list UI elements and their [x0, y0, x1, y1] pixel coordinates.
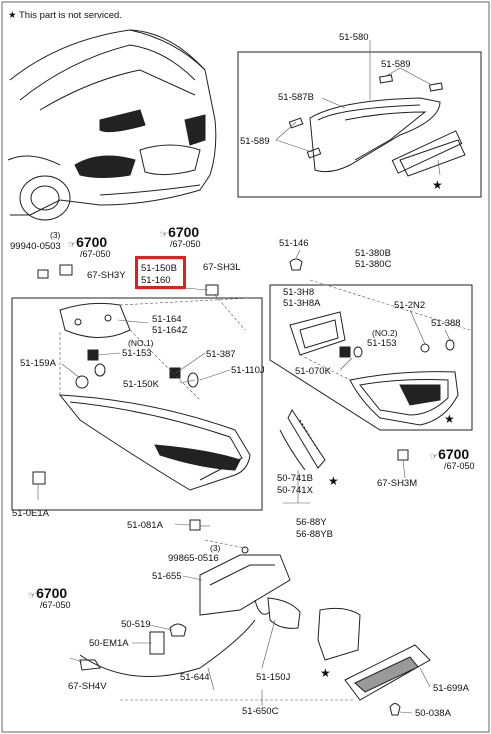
note-text: This part is not serviced. — [19, 10, 122, 21]
part-label-51-153-right: 51-153 — [367, 338, 397, 349]
part-label-51-164z: 51-164Z — [152, 325, 188, 336]
part-label-51-150j: 51-150J — [256, 672, 291, 683]
part-label-67-sh3l: 67-SH3L — [203, 262, 241, 273]
highlight-box — [135, 256, 186, 289]
part-label-51-589-top: 51-589 — [381, 59, 411, 70]
ref-callout-left[interactable]: ☞6700 /67-050 — [68, 234, 111, 259]
part-label-50-em1a: 50-EM1A — [89, 638, 129, 649]
part-label-67-sh4v: 67-SH4V — [68, 681, 107, 692]
part-label-51-3h8: 51-3H8 — [283, 287, 315, 298]
part-label-51-589-left: 51-589 — [240, 136, 270, 147]
not-serviced-note: ★ This part is not serviced. — [8, 10, 122, 21]
part-label-51-380b: 51-380B — [355, 248, 391, 259]
star-icon: ★ — [328, 474, 339, 488]
part-label-51-655: 51-655 — [152, 571, 182, 582]
part-label-51-0e1a: 51-0E1A — [12, 508, 49, 519]
part-label-51-150k: 51-150K — [123, 379, 159, 390]
hand-pointer-icon: ☞ — [68, 239, 77, 249]
qty-label-99940: (3) — [50, 230, 61, 240]
part-label-51-070k: 51-070K — [295, 366, 331, 377]
part-label-51-164: 51-164 — [152, 314, 182, 325]
part-label-56-88yb: 56-88YB — [296, 529, 333, 540]
part-label-51-146: 51-146 — [279, 238, 309, 249]
part-label-51-644: 51-644 — [180, 672, 210, 683]
part-label-51-387: 51-387 — [206, 349, 236, 360]
part-label-51-380c: 51-380C — [355, 259, 392, 270]
hand-pointer-icon: ☞ — [28, 590, 37, 600]
part-label-50-741x: 50-741X — [277, 485, 313, 496]
part-label-51-150b: 51-150B — [141, 263, 177, 274]
hand-pointer-icon: ☞ — [160, 229, 169, 239]
part-label-no2: (NO.2) — [372, 328, 398, 338]
high-mount-lamp-drawing — [288, 74, 466, 177]
car-illustration — [7, 29, 217, 221]
star-icon: ★ — [432, 178, 443, 192]
part-label-51-3h8a: 51-3H8A — [283, 298, 321, 309]
hand-pointer-icon: ☞ — [430, 451, 439, 461]
part-label-51-699a: 51-699A — [433, 683, 469, 694]
left-tail-lamp-drawing — [32, 264, 251, 531]
star-icon: ★ — [8, 10, 17, 21]
part-label-51-580: 51-580 — [339, 32, 369, 43]
reflector-strip-drawing — [279, 409, 326, 471]
ref-callout-bottom[interactable]: ☞6700 /67-050 — [28, 585, 71, 610]
part-label-51-081a: 51-081A — [127, 520, 163, 531]
part-label-51-160: 51-160 — [141, 275, 171, 286]
part-label-50-741b: 50-741B — [277, 473, 313, 484]
part-label-99940-0503: 99940-0503 — [10, 241, 61, 252]
part-label-51-2n2: 51-2N2 — [394, 300, 426, 311]
part-label-51-388: 51-388 — [431, 318, 461, 329]
star-icon: ★ — [444, 412, 455, 426]
part-label-50-519: 50-519 — [121, 619, 151, 630]
part-label-no1: (NO.1) — [128, 338, 154, 348]
qty-label-99865: (3) — [210, 543, 221, 553]
part-label-51-587b: 51-587B — [278, 92, 314, 103]
part-label-99865-0516: 99865-0516 — [168, 553, 219, 564]
part-label-51-159a: 51-159A — [20, 358, 56, 369]
part-label-67-sh3m: 67-SH3M — [377, 478, 418, 489]
ref-callout-mid[interactable]: ☞6700 /67-050 — [160, 224, 201, 249]
part-label-56-88y: 56-88Y — [296, 517, 327, 528]
part-label-50-038a: 50-038A — [415, 708, 451, 719]
part-label-51-650c: 51-650C — [242, 706, 279, 717]
part-label-51-153-left: 51-153 — [122, 348, 152, 359]
part-label-67-sh3y: 67-SH3Y — [87, 270, 126, 281]
harness-drawing — [79, 546, 431, 716]
ref-callout-right[interactable]: ☞6700 /67-050 — [430, 446, 475, 471]
right-tail-lamp-drawing — [289, 258, 459, 461]
part-label-51-110j: 51-110J — [231, 365, 265, 376]
star-icon: ★ — [320, 666, 331, 680]
